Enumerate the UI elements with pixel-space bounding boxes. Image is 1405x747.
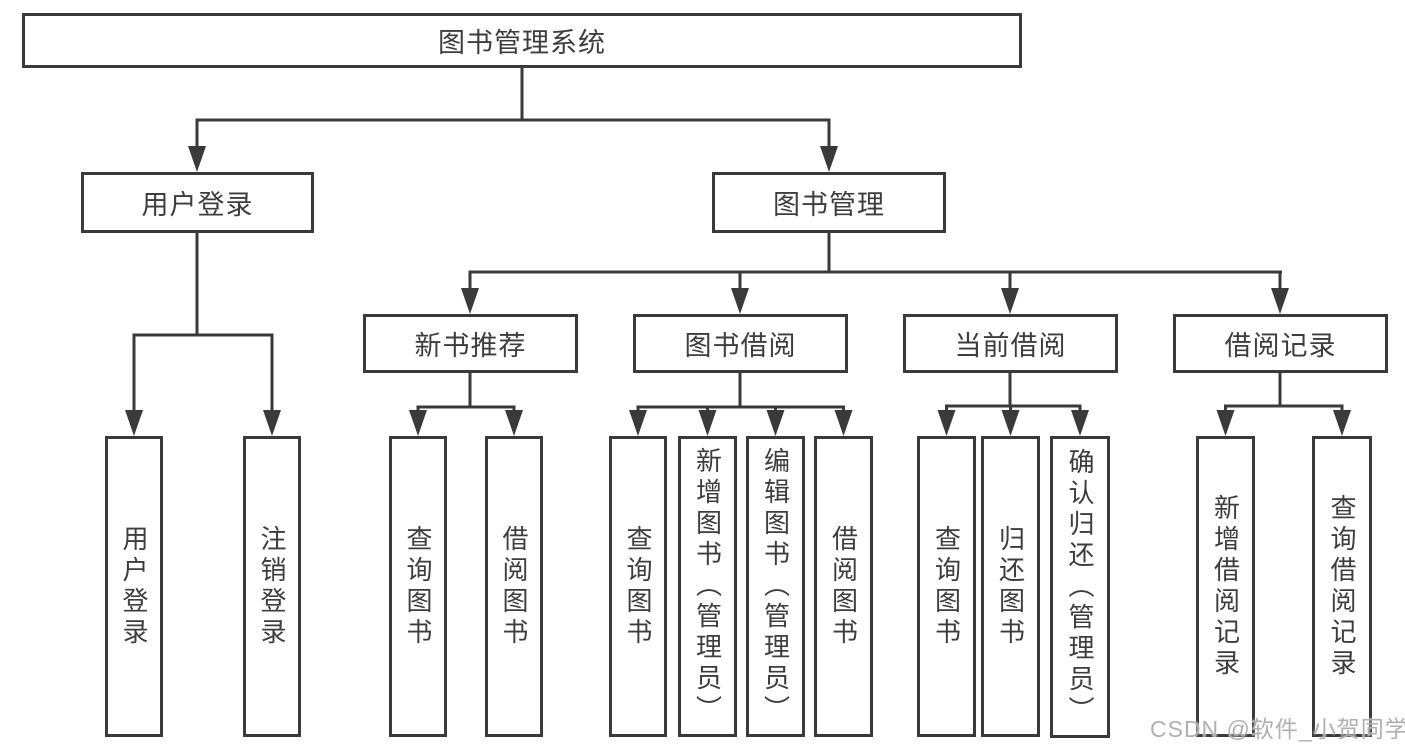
edge-root-to-level2 [188,68,838,172]
node-book-borrowing: 图书借阅 [633,314,848,373]
leaf-borrowing-query-books: 查询图书 [609,436,667,737]
edge-borrow-records-to-leaves [1216,373,1351,436]
edge-new-book-rec-to-leaves [409,373,523,436]
node-current-borrowing: 当前借阅 [903,314,1118,373]
leaf-add-books-admin: 新增图书（管理员） [678,436,737,737]
leaf-logout-label: 注销登录 [257,524,287,649]
leaf-query-borrow-record-label: 查询借阅记录 [1327,493,1357,680]
leaf-current-query-books: 查询图书 [917,436,976,737]
edge-book-mgmt-to-level3 [461,233,1289,314]
node-borrowing-records: 借阅记录 [1173,314,1388,373]
leaf-recommend-query-books: 查询图书 [389,436,447,737]
leaf-logout: 注销登录 [243,436,301,737]
csdn-watermark: CSDN @软件_小贺同学 [1150,716,1405,742]
leaf-query-borrow-record: 查询借阅记录 [1312,436,1372,737]
leaf-current-query-books-label: 查询图书 [931,524,962,649]
leaf-confirm-return-admin-label: 确认归还（管理员） [1065,447,1095,727]
node-new-book-recommend: 新书推荐 [363,314,578,373]
edge-current-borrow-to-leaves [937,373,1089,436]
edge-user-login-to-leaves [125,233,281,436]
leaf-add-borrow-record: 新增借阅记录 [1196,436,1255,737]
leaf-recommend-query-books-label: 查询图书 [403,524,433,649]
leaf-add-borrow-record-label: 新增借阅记录 [1210,493,1241,680]
node-book-management: 图书管理 [712,172,946,233]
leaf-borrowing-query-books-label: 查询图书 [623,524,653,649]
leaf-user-login: 用户登录 [105,436,163,737]
leaf-edit-books-admin: 编辑图书（管理员） [746,436,805,737]
node-user-login: 用户登录 [81,172,314,233]
leaf-confirm-return-admin: 确认归还（管理员） [1050,436,1110,738]
leaf-borrowing-borrow-books: 借阅图书 [814,436,873,737]
leaf-recommend-borrow-books-label: 借阅图书 [499,524,529,649]
leaf-user-login-label: 用户登录 [119,524,149,649]
leaf-add-books-admin-label: 新增图书（管理员） [692,447,723,726]
leaf-borrowing-borrow-books-label: 借阅图书 [828,524,859,649]
leaf-return-books-label: 归还图书 [995,524,1026,649]
leaf-edit-books-admin-label: 编辑图书（管理员） [760,447,791,726]
node-root-system: 图书管理系统 [22,13,1022,68]
leaf-return-books: 归还图书 [981,436,1040,737]
edge-book-borrow-to-leaves [629,373,853,436]
leaf-recommend-borrow-books: 借阅图书 [485,436,543,737]
